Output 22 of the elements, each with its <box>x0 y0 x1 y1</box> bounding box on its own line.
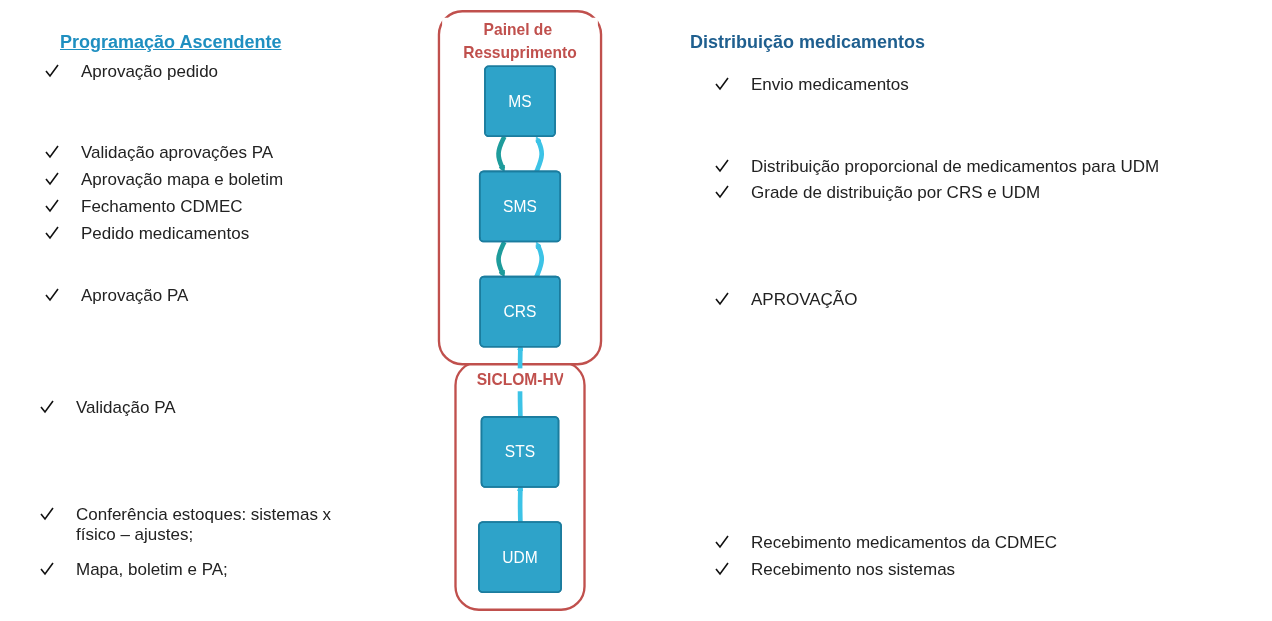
list-item: Aprovação pedido <box>81 62 219 82</box>
list-item: Distribuição proporcional de medicamentos para UDM <box>751 157 1160 177</box>
list-item: Aprovação PA <box>81 286 189 306</box>
list-item: Grade de distribuição por CRS e UDM <box>751 183 1041 203</box>
list-item: Envio medicamentos <box>751 75 909 95</box>
list-item: Recebimento nos sistemas <box>751 560 956 580</box>
arrow <box>496 240 507 278</box>
list-item: Recebimento medicamentos da CDMEC <box>751 533 1058 553</box>
section-heading: Programação Ascendente <box>60 32 282 53</box>
list-item: Conferência estoques: sistemas x físico – ajustes; <box>76 505 333 545</box>
arrow <box>534 241 545 278</box>
arrow <box>534 136 545 173</box>
list-item: Validação aprovações PA <box>81 143 274 163</box>
cluster <box>437 10 603 366</box>
list-item: Aprovação mapa e boletim <box>81 170 284 190</box>
arrow <box>496 135 507 173</box>
list-item: Mapa, boletim e PA; <box>76 560 228 580</box>
list-item: Validação PA <box>76 398 176 418</box>
list-item: Pedido medicamentos <box>81 224 250 244</box>
section-heading: Distribuição medicamentos <box>690 32 926 53</box>
list-item: Fechamento CDMEC <box>81 197 243 217</box>
list-item: APROVAÇÃO <box>751 290 858 310</box>
